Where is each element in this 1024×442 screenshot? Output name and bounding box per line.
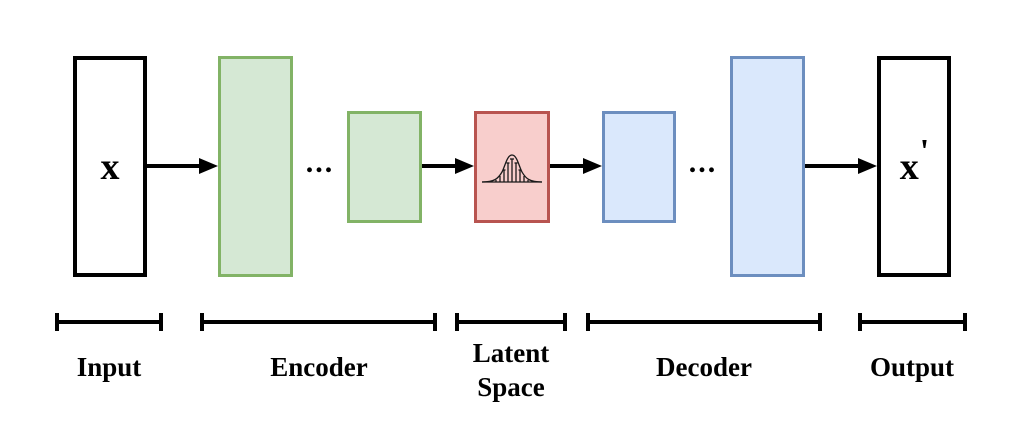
- bracket-latent: [455, 313, 567, 331]
- output-box: x': [877, 56, 951, 277]
- bracket-output: [858, 313, 967, 331]
- decoder-layer-small: [602, 111, 676, 223]
- label-output: Output: [869, 352, 955, 382]
- arrow-right-icon: [422, 158, 474, 174]
- output-symbol: x': [899, 132, 930, 188]
- decoder-layer-large: [730, 56, 805, 277]
- latent-space-box: [474, 111, 550, 223]
- label-latent-line2: Space: [477, 372, 545, 402]
- decoder-ellipsis: ...: [688, 146, 718, 179]
- encoder-layer-small: [347, 111, 422, 223]
- input-box: x: [73, 56, 147, 277]
- gaussian-distribution-icon: [481, 154, 543, 183]
- bracket-decoder: [586, 313, 822, 331]
- encoder-ellipsis: ...: [305, 146, 335, 179]
- arrow-right-icon: [805, 158, 877, 174]
- encoder-layer-large: [218, 56, 293, 277]
- label-latent-line1: Latent: [472, 338, 550, 368]
- bracket-input: [55, 313, 163, 331]
- label-input: Input: [76, 352, 142, 382]
- label-latent-space: Latent Space: [361, 336, 661, 404]
- arrow-right-icon: [550, 158, 602, 174]
- bracket-encoder: [200, 313, 437, 331]
- input-symbol: x: [100, 145, 120, 188]
- prime-mark: ': [919, 132, 930, 170]
- label-encoder: Encoder: [270, 352, 368, 382]
- label-decoder: Decoder: [656, 352, 752, 382]
- arrow-right-icon: [147, 158, 218, 174]
